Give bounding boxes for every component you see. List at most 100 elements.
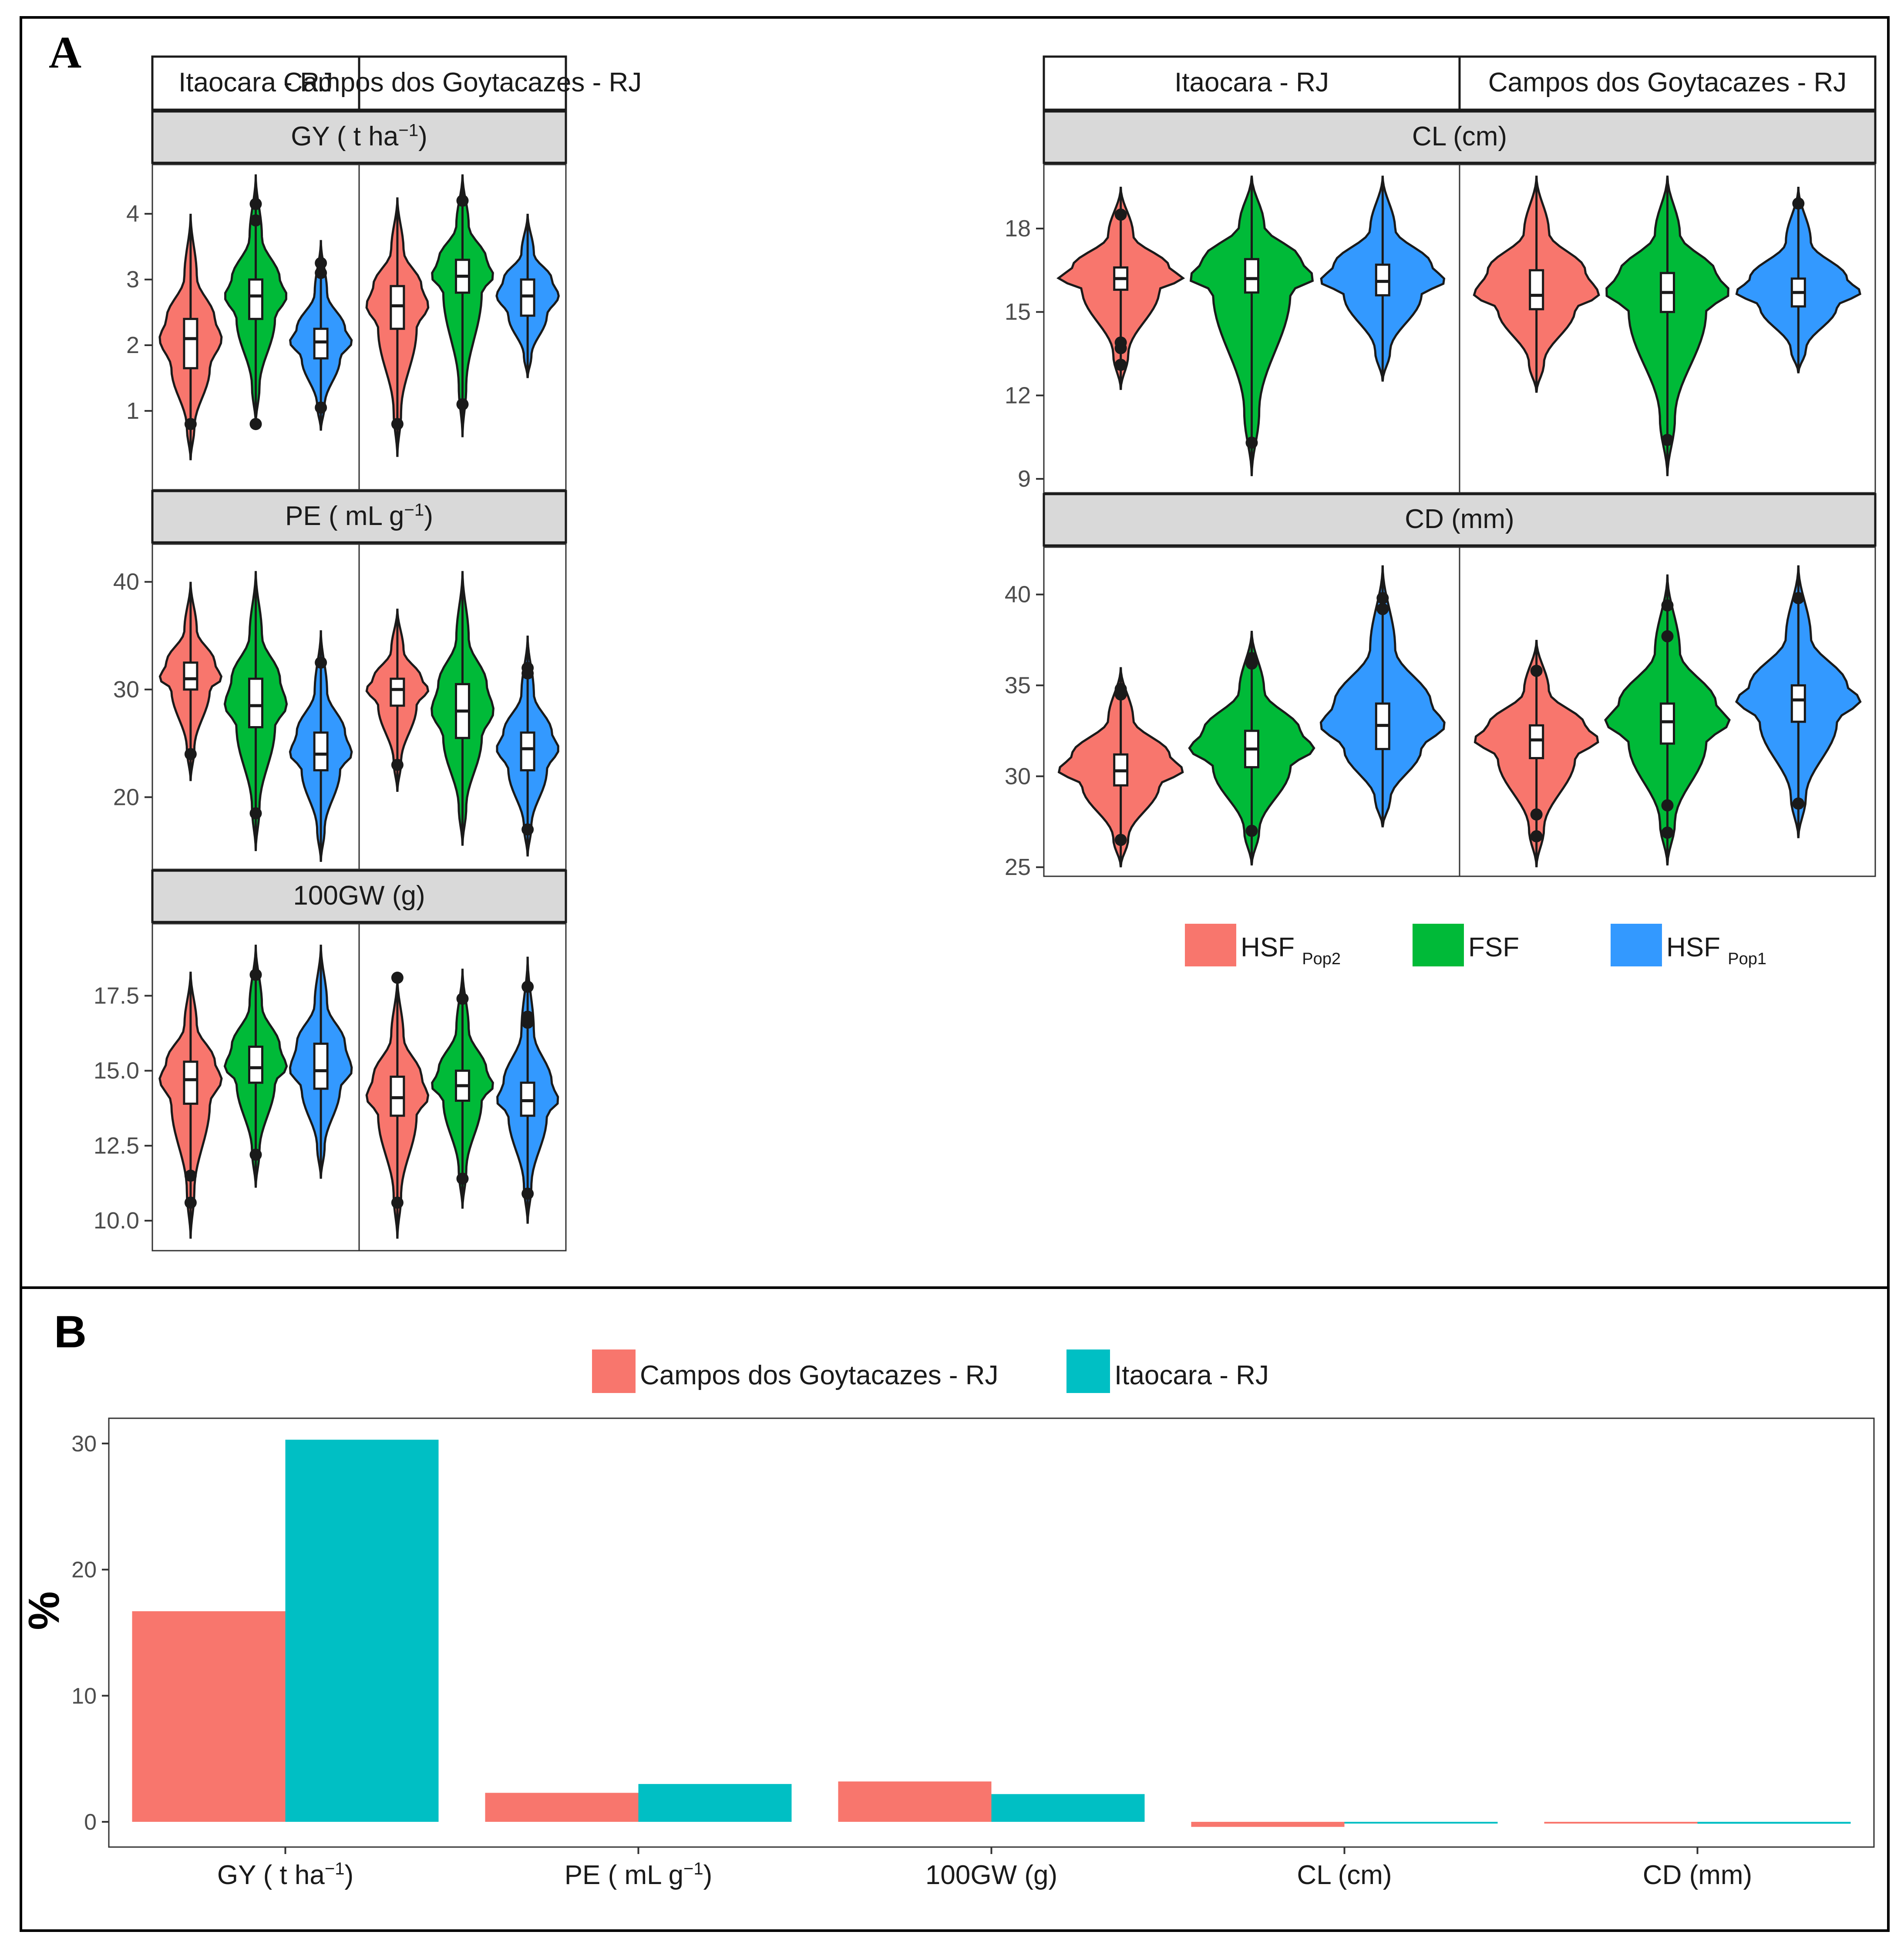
variable-strip-label-space: [330, 121, 337, 151]
variable-strip-label-name: PE: [285, 501, 321, 531]
variable-strip-label-close: ): [424, 501, 433, 531]
cat-unit: ( mL g: [608, 1860, 683, 1890]
bar-4-0: [1544, 1822, 1698, 1824]
box-iqr: [1244, 258, 1259, 294]
outlier-point: [1376, 603, 1389, 616]
outlier-point: [456, 993, 469, 1005]
legend-sub: Pop2: [1302, 950, 1341, 968]
facet-header-box: [151, 55, 360, 111]
outlier-point: [1661, 799, 1674, 812]
facet-header-box: [358, 55, 567, 111]
bar-legend-label-1: Itaocara - RJ: [1114, 1360, 1269, 1390]
box-iqr: [390, 677, 405, 707]
bar-legend-key-0: [592, 1349, 636, 1393]
facet-header-label: Campos dos Goytacazes - RJ: [1488, 67, 1847, 98]
variable-strip-label-unit: (mm): [1451, 504, 1514, 534]
outlier-point: [1114, 359, 1127, 371]
panel-b-label: B: [54, 1307, 87, 1357]
legend-label-0: HSF Pop2: [1241, 932, 1341, 968]
bar-4-1: [1697, 1822, 1851, 1824]
outlier-point: [521, 662, 534, 674]
variable-strip-label-name: 100GW: [293, 881, 385, 911]
bar-y-tick-label: 30: [71, 1431, 97, 1457]
outlier-point: [249, 1148, 262, 1161]
cat-name: CD: [1643, 1860, 1682, 1890]
cat-space: [1330, 1860, 1338, 1890]
facet-header-box: [1458, 55, 1877, 111]
cat-space: [1017, 1860, 1024, 1890]
y-tick-label: 15: [1005, 299, 1031, 325]
bar-2-1: [991, 1794, 1145, 1822]
facet-header-box: [1043, 55, 1461, 111]
outlier-point: [1661, 599, 1674, 612]
box-iqr: [1660, 702, 1675, 745]
y-tick-label: 4: [126, 201, 139, 227]
variable-strip-label: CD (mm): [1405, 504, 1514, 534]
variable-strip: [151, 490, 567, 544]
bar-x-tick-label: CD (mm): [1643, 1860, 1752, 1890]
outlier-point: [1530, 665, 1543, 677]
outlier-point: [521, 980, 534, 993]
y-tick-label: 15.0: [94, 1058, 139, 1084]
panel-a-label: A: [49, 27, 81, 77]
outlier-point: [1245, 652, 1258, 664]
outlier-point: [456, 195, 469, 207]
y-tick-label: 10.0: [94, 1208, 139, 1234]
outlier-point: [1530, 830, 1543, 843]
outlier-point: [249, 969, 262, 981]
y-tick-label: 17.5: [94, 983, 139, 1009]
outlier-point: [1114, 834, 1127, 846]
legend-key-1: [1413, 924, 1464, 966]
bar-x-tick-label: PE ( mL g−1): [565, 1859, 713, 1890]
legend-space: [1720, 932, 1728, 962]
legend-code: HSF: [1666, 932, 1720, 962]
box-iqr: [248, 278, 263, 320]
box-iqr: [183, 1060, 198, 1105]
cat-space: [600, 1860, 608, 1890]
outlier-point: [249, 807, 262, 820]
outlier-point: [184, 418, 197, 431]
cat-sup: −1: [325, 1859, 345, 1878]
box-iqr: [1529, 269, 1544, 310]
cat-sup: −1: [683, 1859, 703, 1878]
cat-space: [256, 1860, 263, 1890]
legend-sub: Pop1: [1728, 950, 1766, 968]
box-iqr: [520, 278, 535, 317]
y-tick-label: 9: [1018, 466, 1031, 492]
y-tick-label: 40: [1005, 582, 1031, 608]
outlier-point: [1114, 336, 1127, 349]
variable-strip-label-name: CD: [1405, 504, 1444, 534]
outlier-point: [391, 972, 404, 984]
variable-strip-label: PE ( mL g−1): [285, 500, 433, 531]
bar-x-tick-label: GY ( t ha−1): [217, 1859, 353, 1890]
figure-frame: [20, 16, 1890, 1932]
bar-y-tick-label: 10: [71, 1683, 97, 1709]
box-iqr: [248, 677, 263, 728]
facet-header-label: Itaocara - RJ: [178, 67, 333, 98]
variable-strip: [1043, 110, 1877, 164]
y-tick-label: 1: [126, 398, 139, 424]
cat-name: GY: [217, 1860, 256, 1890]
outlier-point: [1661, 434, 1674, 446]
bar-0-0: [132, 1611, 286, 1822]
bar-x-tick-label: 100GW (g): [925, 1860, 1057, 1890]
box-iqr: [183, 318, 198, 370]
box-iqr: [183, 661, 198, 691]
bar-legend-key-1: [1066, 1349, 1110, 1393]
legend-code: FSF: [1468, 932, 1519, 962]
cat-unit: (cm): [1338, 1860, 1392, 1890]
outlier-point: [521, 1010, 534, 1023]
cat-unit: (g): [1024, 1860, 1057, 1890]
outlier-point: [1792, 197, 1805, 210]
bar-y-tick-label: 0: [84, 1810, 97, 1835]
variable-strip: [1043, 493, 1877, 547]
bar-2-0: [838, 1781, 992, 1822]
